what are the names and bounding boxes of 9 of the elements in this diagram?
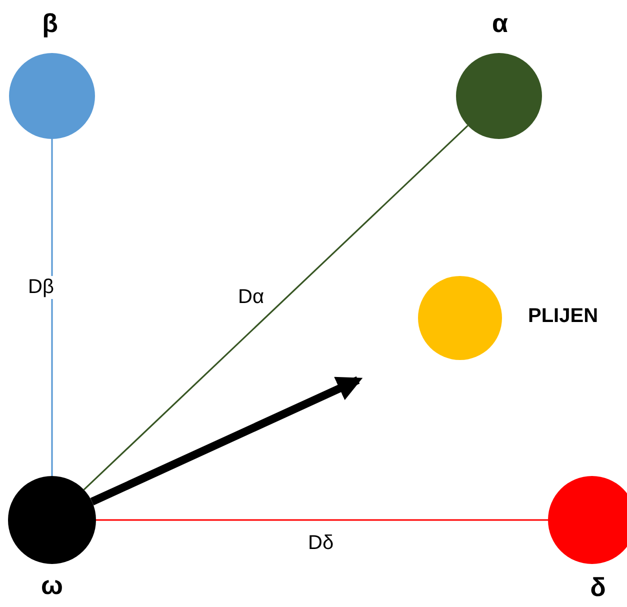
node-heading: ω: [40, 570, 64, 601]
connector-line: [51, 139, 53, 476]
node-heading: β: [41, 8, 59, 39]
direction-arrow: [90, 376, 363, 506]
node-heading: δ: [589, 572, 607, 603]
connector-line: [83, 125, 468, 490]
node-caption: PLIJEN: [528, 305, 598, 328]
node-heading: α: [491, 8, 509, 39]
connector-line: [96, 519, 548, 521]
